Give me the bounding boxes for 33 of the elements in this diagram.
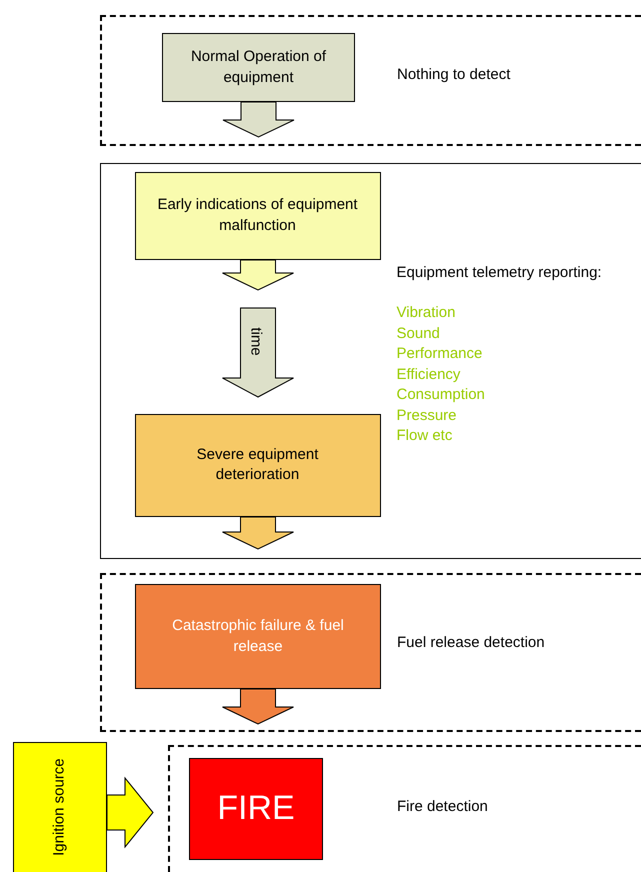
detection-note: Equipment telemetry reporting: — [396, 262, 602, 282]
telemetry-item: Pressure — [396, 406, 457, 426]
dashed-stage-panel — [100, 15, 641, 146]
process-box — [135, 584, 381, 689]
process-box — [134, 414, 380, 516]
edge-label: time — [248, 327, 264, 356]
block-arrow — [222, 260, 294, 398]
source-box — [13, 742, 107, 872]
box-label: FIRE — [216, 788, 296, 830]
detection-note: Fire detection — [397, 797, 488, 817]
detection-note: Nothing to detect — [397, 65, 510, 85]
dashed-stage-panel — [100, 573, 641, 732]
process-box — [162, 33, 355, 102]
box-label: Early indications of equipment malfunction — [156, 195, 359, 236]
box-label: Ignition source — [50, 758, 69, 856]
block-arrow — [222, 688, 294, 725]
dashed-stage-panel — [168, 745, 641, 872]
process-box — [134, 172, 380, 260]
box-label: Normal Operation of equipment — [190, 47, 328, 88]
telemetry-item: Vibration — [396, 303, 456, 323]
detection-note: Fuel release detection — [397, 633, 545, 653]
telemetry-item: Consumption — [396, 385, 485, 405]
block-arrow — [222, 102, 294, 138]
fire-box — [189, 758, 323, 860]
block-arrow — [222, 516, 294, 550]
box-label: Catastrophic failure & fuel release — [171, 616, 345, 656]
telemetry-item: Performance — [396, 344, 482, 364]
box-label: Severe equipment deterioration — [196, 444, 320, 485]
telemetry-item: Efficiency — [396, 364, 460, 384]
stage-panel — [100, 163, 641, 559]
telemetry-item: Sound — [396, 324, 440, 344]
telemetry-item: Flow etc — [396, 426, 452, 446]
block-arrow — [106, 776, 154, 848]
